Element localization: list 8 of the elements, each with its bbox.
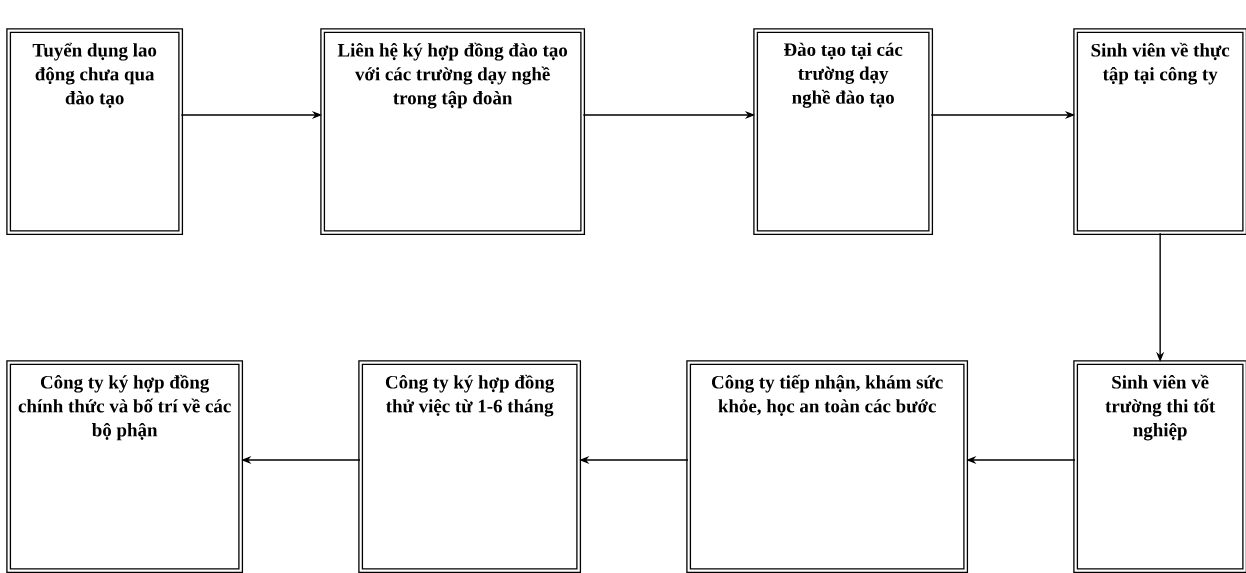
process-box: Công ty ký hợp đồng thử việc từ 1-6 tháng <box>358 360 582 573</box>
process-box: Liên hệ ký hợp đồng đào tạo với các trường dạy nghề trong tập đoàn <box>320 28 586 236</box>
process-box: Sinh viên về thực tập tại công ty <box>1073 28 1246 236</box>
process-box: Đào tạo tại các trường dạy nghề đào tạo <box>753 28 934 236</box>
process-box: Công ty tiếp nhận, khám sức khỏe, học an toàn các bước <box>686 360 969 573</box>
process-box: Tuyển dụng lao động chưa qua đào tạo <box>6 28 184 236</box>
process-box: Sinh viên về trường thi tốt nghiệp <box>1073 360 1246 573</box>
process-box: Công ty ký hợp đồng chính thức và bố trí về các bộ phận <box>6 360 244 573</box>
